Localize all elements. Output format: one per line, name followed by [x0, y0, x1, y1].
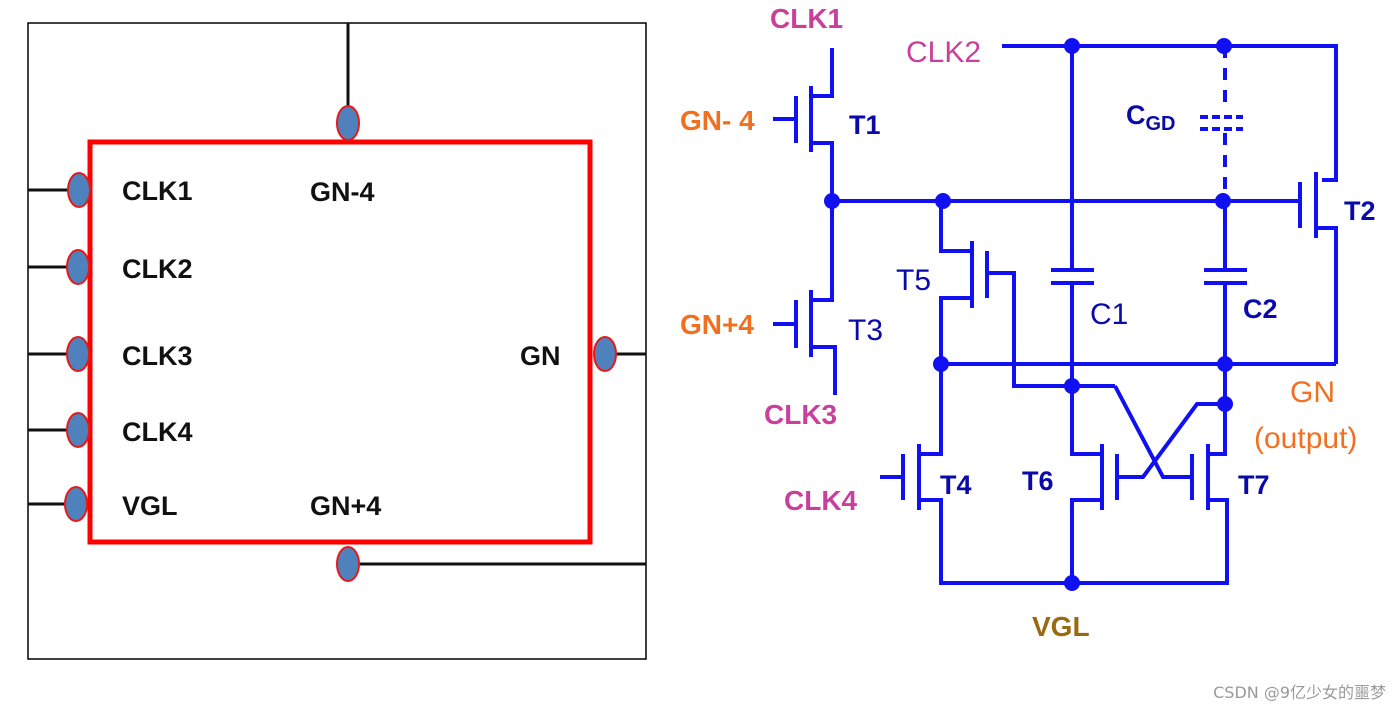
transistor-t1	[773, 48, 834, 201]
pin-clk1	[67, 172, 91, 208]
junction-dot	[1215, 193, 1231, 209]
transistor-t7	[1072, 364, 1229, 585]
label-cgd-sub: GD	[1146, 113, 1176, 135]
signal-gn-minus-4: GN- 4	[680, 105, 755, 136]
capacitor-cgd	[1200, 46, 1243, 201]
gate-driver-block: CLK1 CLK2 CLK3 CLK4 VGL GN-4 GN+4 GN	[27, 22, 647, 660]
label-vgl: VGL	[122, 491, 178, 521]
label-gn: GN	[520, 341, 561, 371]
junction-dot	[1217, 356, 1233, 372]
transistor-t2	[1298, 172, 1338, 364]
goa-schematic: CLK1 CLK2 GN- 4 GN+4 CLK3 CLK4 VGL GN (o…	[680, 3, 1376, 642]
junction-dots	[824, 38, 1233, 591]
label-clk1: CLK1	[122, 176, 193, 206]
label-clk4: CLK4	[122, 417, 193, 447]
junction-dot	[824, 193, 840, 209]
frame-border	[27, 22, 647, 660]
transistor-t5	[939, 201, 1072, 388]
signal-gn-plus-4: GN+4	[680, 309, 754, 340]
junction-dot	[935, 193, 951, 209]
label-c2: C2	[1243, 294, 1278, 324]
signal-clk2: CLK2	[906, 36, 981, 69]
label-t3: T3	[848, 314, 883, 347]
transistor-t6	[1070, 386, 1225, 583]
pin-vgl	[64, 486, 88, 522]
label-gn-minus-4: GN-4	[310, 177, 375, 207]
junction-dot	[1064, 575, 1080, 591]
label-t5: T5	[896, 264, 931, 297]
label-gn-plus-4: GN+4	[310, 491, 381, 521]
signal-gn: GN	[1290, 376, 1335, 409]
junction-dot	[1217, 396, 1233, 412]
transistor-t4	[880, 364, 1072, 585]
label-cgd-main: C	[1126, 100, 1146, 130]
signal-clk4: CLK4	[784, 485, 858, 516]
block-body	[87, 139, 593, 545]
pin-gn-minus-4	[336, 105, 360, 141]
junction-dot	[1064, 38, 1080, 54]
signal-clk1: CLK1	[770, 3, 843, 34]
net-clk2	[1002, 44, 1338, 182]
junction-dot	[1216, 38, 1232, 54]
label-clk2: CLK2	[122, 254, 193, 284]
label-c1: C1	[1090, 298, 1128, 331]
label-cgd: CGD	[1126, 100, 1176, 135]
watermark: CSDN @9亿少女的噩梦	[1213, 683, 1386, 702]
pin-clk3	[66, 336, 90, 372]
junction-dot	[933, 356, 949, 372]
label-clk3: CLK3	[122, 341, 193, 371]
pin-gn	[593, 336, 617, 372]
junction-dot	[1064, 378, 1080, 394]
label-t1: T1	[849, 110, 881, 140]
signal-clk3: CLK3	[764, 399, 837, 430]
pin-clk4	[66, 412, 90, 448]
pin-gn-plus-4	[336, 546, 360, 582]
transistor-t3	[773, 201, 837, 395]
label-t6: T6	[1022, 466, 1054, 496]
pin-clk2	[66, 249, 90, 285]
signal-gn-output: (output)	[1254, 422, 1357, 455]
label-t2: T2	[1344, 196, 1376, 226]
signal-vgl: VGL	[1032, 611, 1090, 642]
label-t4: T4	[940, 470, 972, 500]
label-t7: T7	[1238, 470, 1270, 500]
